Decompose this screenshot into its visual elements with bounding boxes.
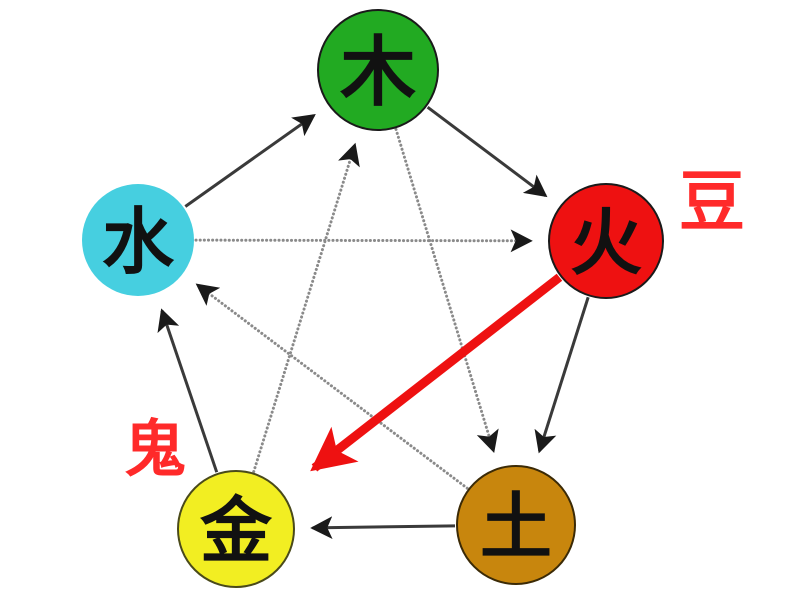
node-circle-earth — [456, 465, 576, 585]
edge-fire-to-earth — [534, 296, 590, 454]
node-circle-water — [82, 184, 194, 296]
edge-metal-to-wood — [252, 142, 360, 474]
node-circle-wood — [317, 9, 439, 131]
edge-wood-to-fire — [426, 105, 548, 198]
node-layer: 木火土 金 水 — [82, 9, 664, 588]
node-circle-metal — [177, 470, 295, 588]
node-label-earth: 土 — [480, 485, 552, 569]
edge-water-to-wood — [184, 114, 316, 208]
edge-layer — [157, 105, 590, 540]
edge-earth-to-water — [195, 283, 469, 490]
node-wood[interactable]: 木 — [317, 9, 439, 131]
edge-metal-to-water — [157, 308, 219, 473]
node-water[interactable]: 水 — [82, 184, 194, 296]
annotation-layer: 豆鬼 — [124, 164, 745, 486]
edge-water-to-fire — [194, 229, 533, 253]
node-label-wood: 木 — [340, 28, 416, 117]
bean-label: 豆 — [679, 164, 745, 241]
node-label-fire: 火 — [570, 201, 642, 285]
demon-label: 鬼 — [124, 413, 186, 486]
node-label-metal: 金 — [199, 489, 273, 573]
node-circle-fire — [548, 183, 664, 299]
edge-earth-to-metal — [310, 516, 456, 540]
node-label-water: 水 — [102, 200, 175, 284]
node-earth[interactable]: 土 — [456, 465, 576, 585]
edge-fire-to-metal — [310, 273, 563, 472]
node-fire[interactable]: 火 — [548, 183, 664, 299]
edge-wood-to-earth — [394, 127, 499, 454]
node-metal[interactable]: 金 — [177, 470, 295, 588]
